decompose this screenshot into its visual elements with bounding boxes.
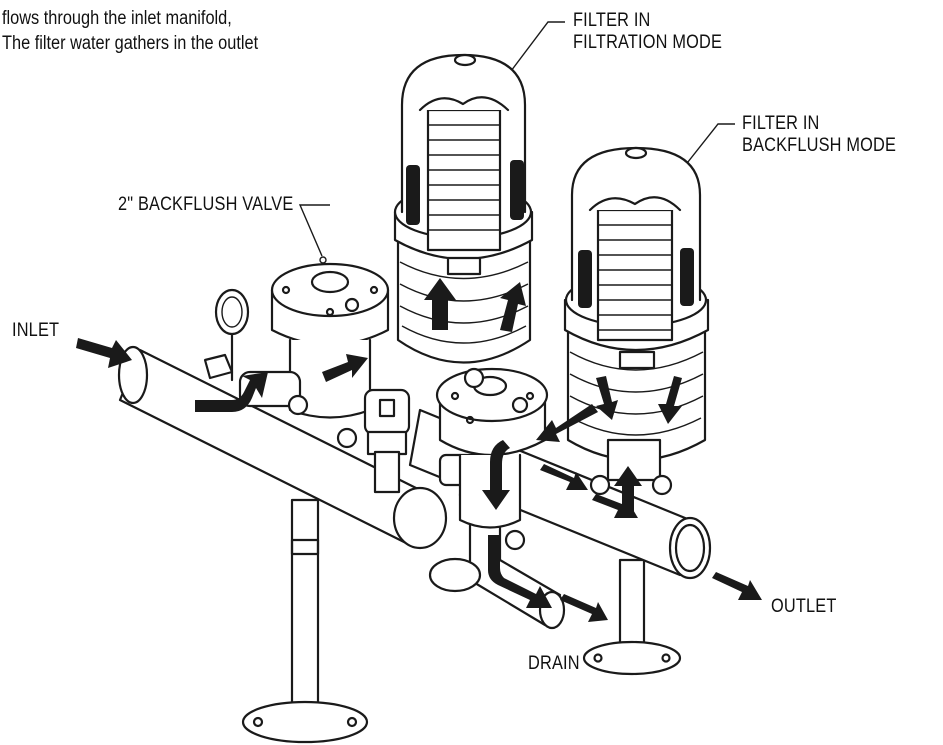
filtration-flow-right <box>510 160 524 220</box>
caption-line-1: flows through the inlet manifold, <box>2 8 232 29</box>
backflush-vent-cap <box>624 146 648 160</box>
valve-port <box>511 396 529 414</box>
bolt <box>369 285 379 295</box>
gauge-face <box>214 288 250 336</box>
inlet-pipe-cap <box>392 486 448 550</box>
bolt-hole <box>593 653 603 663</box>
bolt <box>325 307 335 317</box>
clamp-bolt <box>336 427 358 449</box>
label-inlet: INLET <box>12 320 60 341</box>
filtration-disc-stack <box>426 108 502 252</box>
leader-backflush <box>679 123 735 173</box>
bolt-hole <box>346 716 358 728</box>
solenoid-body <box>366 430 408 456</box>
leg-right-base <box>582 640 682 676</box>
backflush-to-drain-arrow <box>536 404 598 442</box>
pressure-gauge <box>203 288 250 382</box>
label-filter-backflush: FILTER IN BACKFLUSH MODE <box>742 113 896 157</box>
solenoid-head <box>363 388 411 436</box>
filtration-clamp-latch <box>446 256 482 276</box>
bolt <box>525 391 535 401</box>
outlet-flow-arrow <box>540 464 588 490</box>
support-leg-left <box>241 498 369 744</box>
clamp-bolt <box>287 394 309 416</box>
caption: flows through the inlet manifold, The fi… <box>2 6 258 56</box>
gauge-valve-handle <box>203 353 234 380</box>
label-backflush-line-2: BACKFLUSH MODE <box>742 135 897 156</box>
leader-filtration <box>507 21 565 76</box>
label-filter-filtration: FILTER IN FILTRATION MODE <box>573 10 722 54</box>
label-outlet: OUTLET <box>771 596 837 617</box>
clamp-bolt <box>504 529 526 551</box>
inlet-turn-arrow <box>195 372 268 412</box>
filter-backflush <box>563 146 710 496</box>
filtration-flow-left <box>406 165 420 225</box>
filter-filtration <box>393 53 534 364</box>
filtration-disc-lines <box>428 124 500 231</box>
backflush-valve-left <box>238 262 390 449</box>
drain-out-arrow <box>488 535 552 608</box>
leg-left-collar <box>290 538 320 556</box>
filtration-cutaway-edge <box>418 96 510 112</box>
leader-dot-valve <box>319 256 327 264</box>
drain-down-arrow <box>482 440 510 510</box>
support-leg-right <box>582 558 682 676</box>
backflush-flow-left <box>578 250 592 308</box>
bolt <box>450 391 460 401</box>
valve-port <box>344 297 360 313</box>
backflush-disc-stack <box>596 208 674 342</box>
pilot-solenoid <box>363 388 411 494</box>
leg-left-base <box>241 700 369 744</box>
leader-valve <box>298 204 330 257</box>
bolt <box>465 415 475 425</box>
outlet-pipe-bore <box>674 523 706 573</box>
label-filtration-line-2: FILTRATION MODE <box>573 32 723 53</box>
to-filter-arrow <box>322 354 368 382</box>
caption-line-2: The filter water gathers in the outlet <box>2 33 259 54</box>
filtration-vent-cap <box>453 53 477 67</box>
valve-left-boss <box>310 270 350 294</box>
filtration-up-arrow-left <box>424 278 456 330</box>
flow-arrows <box>76 278 762 622</box>
backflush-flow-right <box>680 248 694 306</box>
clamp-bolt <box>589 474 611 496</box>
filtration-up-arrow-right <box>500 282 526 332</box>
leg-left-post <box>290 498 320 732</box>
filtration-housing-ribs <box>399 261 529 344</box>
solenoid-port <box>378 398 396 418</box>
label-backflush-valve: 2" BACKFLUSH VALVE <box>118 194 294 215</box>
bolt <box>281 285 291 295</box>
clamp-bolt <box>651 474 673 496</box>
drain-exit-arrow <box>560 594 608 622</box>
backflush-cutaway-edge <box>588 196 682 212</box>
inlet-arrow <box>76 338 132 368</box>
backflush-clamp-latch <box>618 350 656 370</box>
label-filtration-line-1: FILTER IN <box>573 10 651 31</box>
label-backflush-line-1: FILTER IN <box>742 113 820 134</box>
gauge-rim <box>221 296 243 328</box>
backflush-down-arrow-left <box>596 376 618 420</box>
label-drain: DRAIN <box>528 653 580 674</box>
outlet-exit-arrow <box>712 572 762 600</box>
bolt-hole <box>252 716 264 728</box>
clamp-bolt <box>463 367 485 389</box>
bolt-hole <box>661 653 671 663</box>
drain-flange <box>428 557 482 593</box>
backflush-base-neck <box>606 438 662 482</box>
backflush-disc-lines <box>598 224 672 331</box>
solenoid-stem <box>373 450 401 494</box>
outlet-riser-arrow <box>614 466 642 512</box>
backflush-housing-ribs <box>569 351 704 436</box>
backflush-down-arrow-right <box>658 376 682 424</box>
